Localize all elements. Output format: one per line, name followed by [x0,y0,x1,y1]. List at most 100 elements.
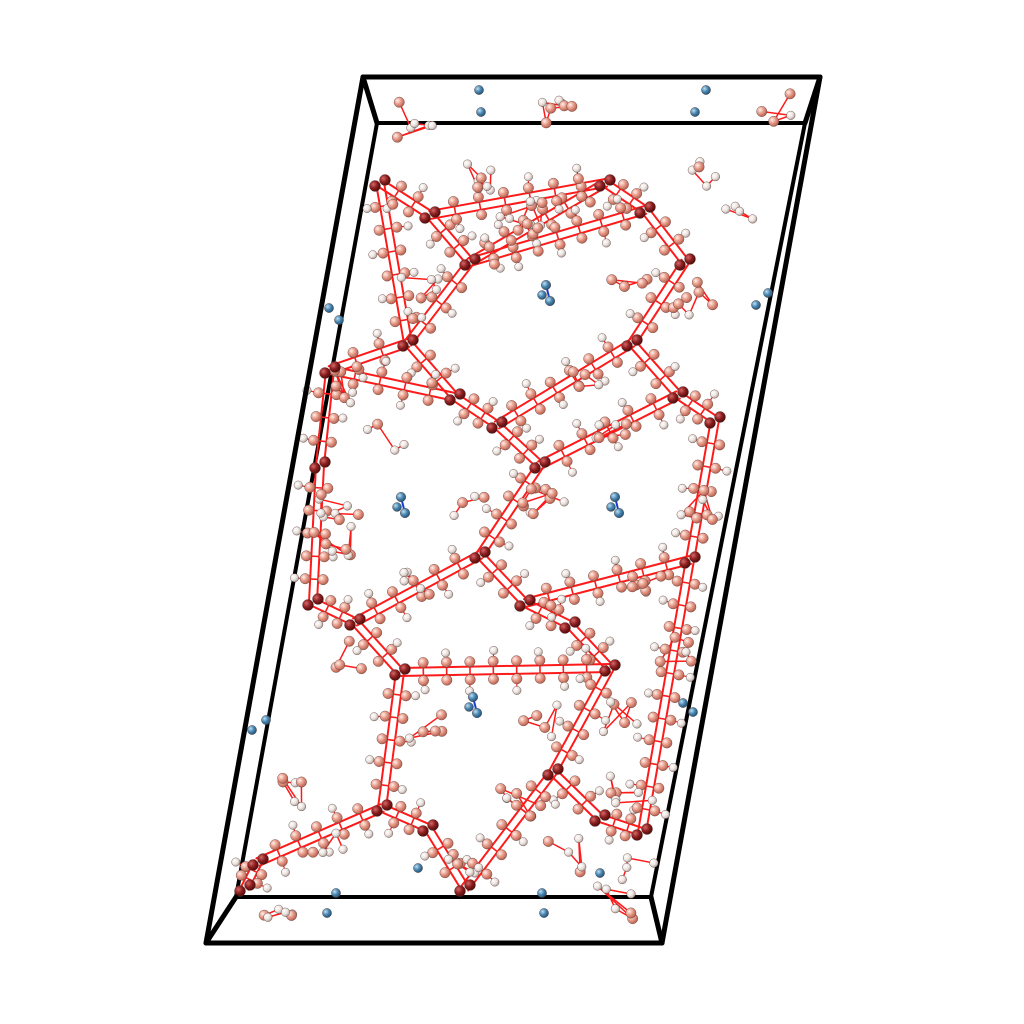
hydrogen-atom [327,546,337,556]
carbon-atom [426,291,438,303]
carbon-atom [658,552,670,563]
carbon-atom [488,673,499,685]
carbon-atom [491,508,502,520]
carbon-atom [510,252,522,264]
linker-bond [428,178,606,213]
metal-atom [594,180,606,192]
linker-bond [571,621,614,667]
nitrogen-atom [322,908,332,918]
hydrogen-atom [547,612,556,622]
carbon-atom [373,338,385,349]
carbon-atom [581,654,592,665]
carbon-atom [573,699,585,711]
hydrogen-atom [668,763,678,772]
carbon-atom [567,366,579,378]
metal-atom [569,616,581,628]
hydrogen-atom [467,231,477,241]
hydrogen-atom [574,834,584,844]
hydrogen-atom [685,672,695,682]
hydrogen-atom [447,544,457,554]
carbon-atom [546,487,558,499]
hydrogen-atom [560,681,569,691]
carbon-atom [495,783,507,795]
unit-cell-front-edges [203,74,823,946]
carbon-atom [407,575,419,586]
carbon-atom [551,195,563,207]
hydrogen-atom [613,442,623,452]
carbon-atom [401,372,413,383]
linker-bond [640,211,683,266]
carbon-atom [387,198,399,210]
nitrogen-atom [472,708,483,719]
carbon-atom [482,402,494,414]
hydrogen-atom [262,883,272,893]
carbon-atom [698,484,710,496]
metal-atom [302,599,314,611]
hydrogen-atom [681,228,691,238]
linker-bond [327,338,408,368]
carbon-atom [534,654,546,666]
carbon-atom [472,181,484,193]
hydrogen-atom [535,434,544,444]
hydrogen-atom [748,214,758,224]
hydrogen-atom [502,793,512,803]
carbon-atom [396,180,407,192]
carbon-atom [394,735,406,747]
hydrogen-atom [710,389,719,399]
metal-atom [529,462,541,474]
carbon-atom [605,787,617,799]
carbon-atom [391,758,403,770]
carbon-atom [671,575,683,587]
carbon-atom [620,219,632,231]
carbon-atom [589,708,601,720]
carbon-atom [637,577,649,589]
carbon-atom [561,455,573,467]
metal-atom [469,552,481,564]
hydrogen-atom [601,884,611,894]
hydrogen-atom [427,121,437,131]
hydrogen-atom [651,268,661,278]
metal-atom [399,663,411,675]
hydrogen-atom [605,771,615,781]
carbon-atom [631,802,643,814]
hydrogen-atom [384,828,394,838]
hydrogen-atom [280,907,290,917]
linker-bond [554,768,604,817]
hydrogen-atom [524,172,533,182]
carbon-atom [299,573,311,585]
hydrogen-atom [358,373,368,383]
cluster-bond [408,714,443,739]
carbon-atom [564,576,576,588]
carbon-atom [659,643,671,655]
hydrogen-atom [416,584,426,594]
hydrogen-atom [409,267,419,277]
carbon-atom [441,271,453,283]
carbon-atom [340,543,352,555]
hydrogen-atom [476,578,486,587]
hydrogen-atom [649,858,659,868]
hydrogen-atom [470,491,480,501]
carbon-atom [308,434,319,446]
carbon-atom [478,491,490,503]
carbon-atom [625,813,637,825]
hydrogen-atom [327,803,337,813]
carbon-atom [313,387,324,399]
hydrogen-atom [559,497,569,507]
hydrogen-atom [558,400,568,409]
carbon-atom [395,244,407,256]
hydrogen-atom [404,733,414,743]
hydrogen-atom [381,356,391,366]
carbon-atom [411,361,423,373]
hydrogen-atom [698,582,708,592]
hydrogen-atom [418,183,428,192]
carbon-atom [643,734,655,746]
carbon-atom [681,624,693,635]
metal-atom [604,174,616,186]
carbon-atom [330,380,342,392]
hydrogen-atom [411,691,420,701]
carbon-atom [338,828,350,840]
carbon-atom [514,452,525,464]
carbon-atom [611,808,623,820]
metal-atom [704,417,716,429]
